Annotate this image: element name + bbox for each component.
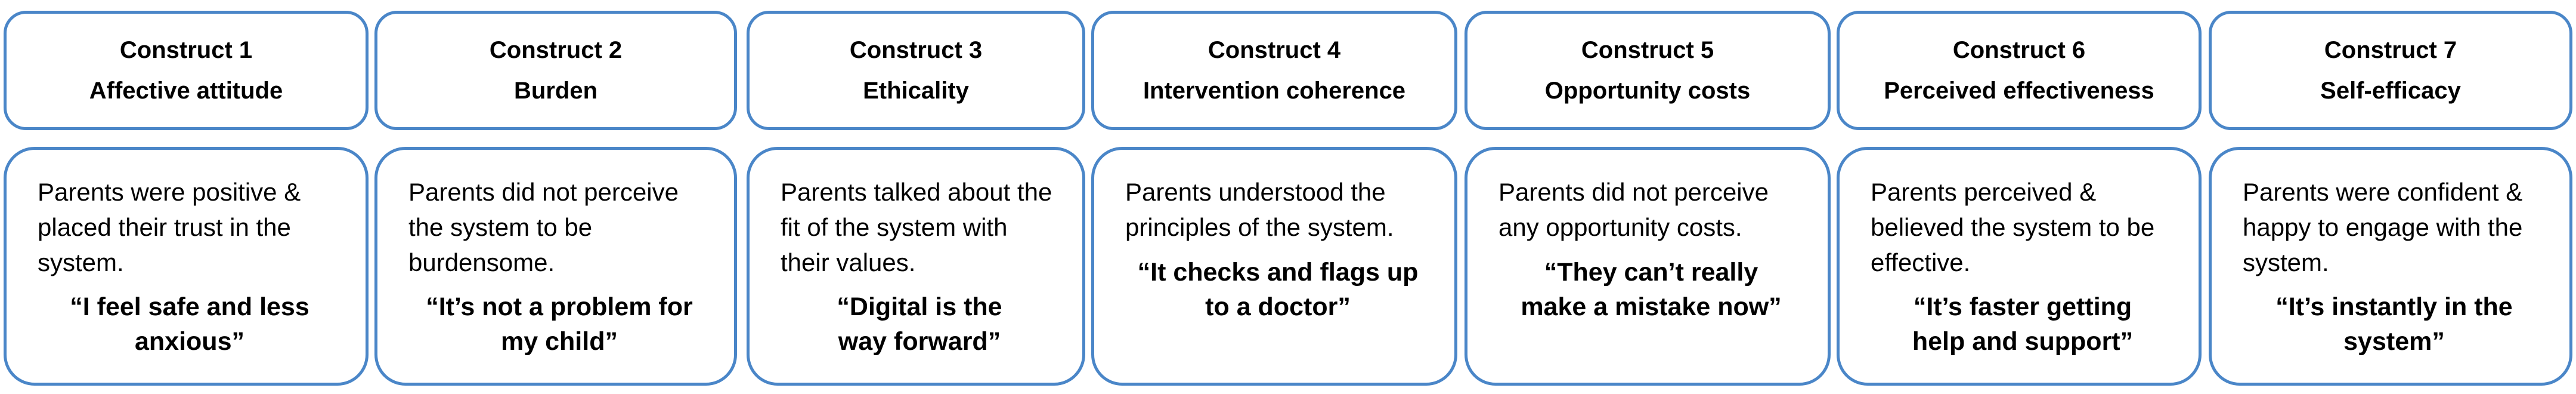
construct-body-3: Parents talked about the fit of the syst… <box>747 147 1085 386</box>
construct-description: Parents were confident & happy to engage… <box>2243 178 2523 276</box>
construct-body-4: Parents understood the principles of the… <box>1091 147 1457 386</box>
quote-line: help and support” <box>1912 327 2134 356</box>
quote-line: way forward” <box>838 327 1001 356</box>
construct-header-7: Construct 7 Self-efficacy <box>2209 11 2572 130</box>
construct-quote: “It’s faster getting help and support” <box>1871 290 2175 359</box>
construct-quote: “They can’t really make a mistake now” <box>1498 255 1804 324</box>
construct-description: Parents perceived & believed the system … <box>1871 178 2155 276</box>
construct-name: Perceived effectiveness <box>1884 78 2154 104</box>
construct-body-6: Parents perceived & believed the system … <box>1837 147 2202 386</box>
construct-number: Construct 5 <box>1581 37 1714 63</box>
construct-name: Burden <box>514 78 597 104</box>
quote-line: anxious” <box>135 327 244 356</box>
quote-line: my child” <box>501 327 618 356</box>
construct-header-3: Construct 3 Ethicality <box>747 11 1085 130</box>
construct-quote: “Digital is the way forward” <box>781 290 1058 359</box>
quote-line: “They can’t really <box>1544 257 1758 287</box>
construct-number: Construct 3 <box>849 37 983 63</box>
construct-header-2: Construct 2 Burden <box>374 11 737 130</box>
quote-line: “I feel safe and less <box>70 293 309 322</box>
construct-description: Parents did not perceive the system to b… <box>408 178 679 276</box>
construct-body-2: Parents did not perceive the system to b… <box>374 147 737 386</box>
construct-header-1: Construct 1 Affective attitude <box>4 11 369 130</box>
quote-line: “It’s instantly in the <box>2275 293 2513 322</box>
construct-description: Parents did not perceive any opportunity… <box>1498 178 1769 241</box>
construct-quote: “It’s instantly in the system” <box>2243 290 2546 359</box>
quote-line: “Digital is the <box>837 293 1002 322</box>
construct-number: Construct 2 <box>489 37 623 63</box>
quote-line: system” <box>2343 327 2445 356</box>
construct-body-7: Parents were confident & happy to engage… <box>2209 147 2572 386</box>
construct-number: Construct 6 <box>1952 37 2086 63</box>
quote-line: “It’s faster getting <box>1913 293 2132 322</box>
construct-quote: “I feel safe and less anxious” <box>38 290 342 359</box>
construct-number: Construct 7 <box>2324 37 2457 63</box>
construct-header-6: Construct 6 Perceived effectiveness <box>1837 11 2202 130</box>
construct-name: Ethicality <box>863 78 969 104</box>
construct-name: Affective attitude <box>89 78 283 104</box>
construct-body-5: Parents did not perceive any opportunity… <box>1465 147 1831 386</box>
construct-name: Opportunity costs <box>1544 78 1751 104</box>
construct-body-1: Parents were positive & placed their tru… <box>4 147 369 386</box>
construct-description: Parents talked about the fit of the syst… <box>781 178 1052 276</box>
construct-quote: “It checks and flags up to a doctor” <box>1125 255 1431 324</box>
construct-name: Self-efficacy <box>2320 78 2461 104</box>
construct-number: Construct 1 <box>119 37 253 63</box>
construct-number: Construct 4 <box>1208 37 1341 63</box>
construct-quote: “It’s not a problem for my child” <box>408 290 710 359</box>
quote-line: to a doctor” <box>1205 292 1351 321</box>
construct-description: Parents were positive & placed their tru… <box>38 178 301 276</box>
construct-description: Parents understood the principles of the… <box>1125 178 1394 241</box>
quote-line: “It’s not a problem for <box>426 293 693 322</box>
construct-name: Intervention coherence <box>1143 78 1406 104</box>
construct-header-5: Construct 5 Opportunity costs <box>1465 11 1831 130</box>
construct-header-4: Construct 4 Intervention coherence <box>1091 11 1457 130</box>
quote-line: make a mistake now” <box>1521 292 1782 321</box>
quote-line: “It checks and flags up <box>1137 257 1419 287</box>
